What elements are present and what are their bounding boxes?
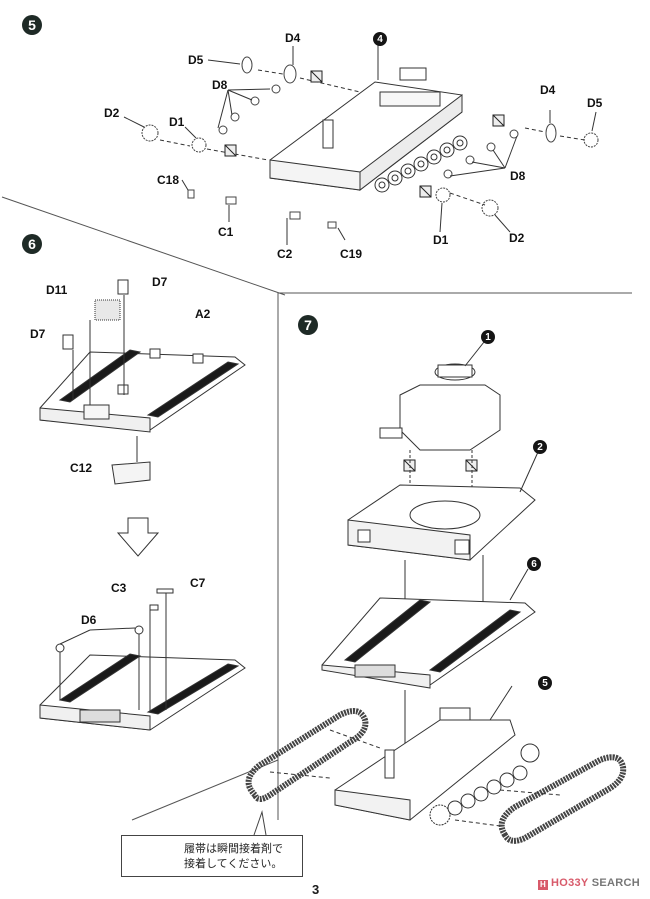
- step7-superstructure: [347, 484, 536, 640]
- step-number: 7: [304, 317, 312, 333]
- part-label: D6: [81, 613, 97, 627]
- ref-number: 5: [542, 677, 548, 689]
- subassembly-ref-badge: 5: [538, 676, 552, 690]
- part-label: D11: [46, 283, 68, 297]
- step6-plate-top: [39, 279, 246, 485]
- ref-number: 6: [531, 558, 537, 570]
- section-divider: [1, 196, 286, 296]
- step6-plate-bottom: [39, 588, 246, 731]
- tracks: [245, 708, 627, 844]
- step5-road-wheels: [374, 135, 468, 193]
- step-number-badge: 5: [22, 15, 42, 35]
- step5-left-parts: [141, 56, 337, 229]
- part-label: D2: [509, 231, 525, 245]
- step-number-badge: 6: [22, 234, 42, 254]
- ref-leader-lines: [464, 341, 539, 721]
- part-label: C2: [277, 247, 293, 261]
- part-label: C3: [111, 581, 127, 595]
- step5-right-parts: [435, 123, 599, 217]
- step-number-badge: 7: [298, 315, 318, 335]
- track-arrows: [269, 729, 561, 827]
- part-label: D1: [169, 115, 185, 129]
- ref-number: 4: [377, 33, 383, 45]
- part-label: D5: [587, 96, 603, 110]
- track-glue-note: 履帯は瞬間接着剤で 接着してください。: [121, 835, 303, 877]
- next-arrow: [116, 517, 160, 557]
- part-label: C12: [70, 461, 93, 475]
- note-callout-pointer: [253, 810, 267, 836]
- part-label: C18: [157, 173, 180, 187]
- part-label: D4: [540, 83, 556, 97]
- part-label: D2: [104, 106, 120, 120]
- part-label: D7: [152, 275, 168, 289]
- subassembly-ref-badge: 6: [527, 557, 541, 571]
- note-line: 接着してください。: [184, 857, 283, 870]
- page-number: 3: [312, 882, 320, 897]
- part-label: A2: [195, 307, 211, 321]
- watermark-suffix: SEARCH: [591, 877, 640, 889]
- watermark-logo-icon: H: [538, 880, 548, 890]
- step-number: 5: [28, 17, 36, 33]
- step5-arrows: [159, 69, 586, 206]
- step-number: 6: [28, 236, 36, 252]
- part-label: D4: [285, 31, 301, 45]
- part-label: C19: [340, 247, 363, 261]
- subassembly-ref-badge: 4: [373, 32, 387, 46]
- leader-lines: [123, 43, 597, 245]
- part-label: D7: [30, 327, 46, 341]
- step7-turret: [379, 363, 501, 515]
- subassembly-ref-badge: 1: [481, 330, 495, 344]
- part-label: D8: [212, 78, 228, 92]
- ref-number: 2: [537, 441, 543, 453]
- step7-hull: [334, 707, 540, 826]
- subassembly-ref-badge: 2: [533, 440, 547, 454]
- ref-number: 1: [485, 331, 491, 343]
- step7-plate: [321, 597, 536, 800]
- note-line: 履帯は瞬間接着剤で: [184, 842, 283, 855]
- part-label: C1: [218, 225, 234, 239]
- part-label: D5: [188, 53, 204, 67]
- part-label: D8: [510, 169, 526, 183]
- part-label: C7: [190, 576, 206, 590]
- part-label: D1: [433, 233, 449, 247]
- watermark-brand: HO33Y: [551, 877, 589, 889]
- step5-hull: [269, 67, 463, 192]
- note-text: 履帯は瞬間接着剤で 接着してください。: [184, 841, 283, 871]
